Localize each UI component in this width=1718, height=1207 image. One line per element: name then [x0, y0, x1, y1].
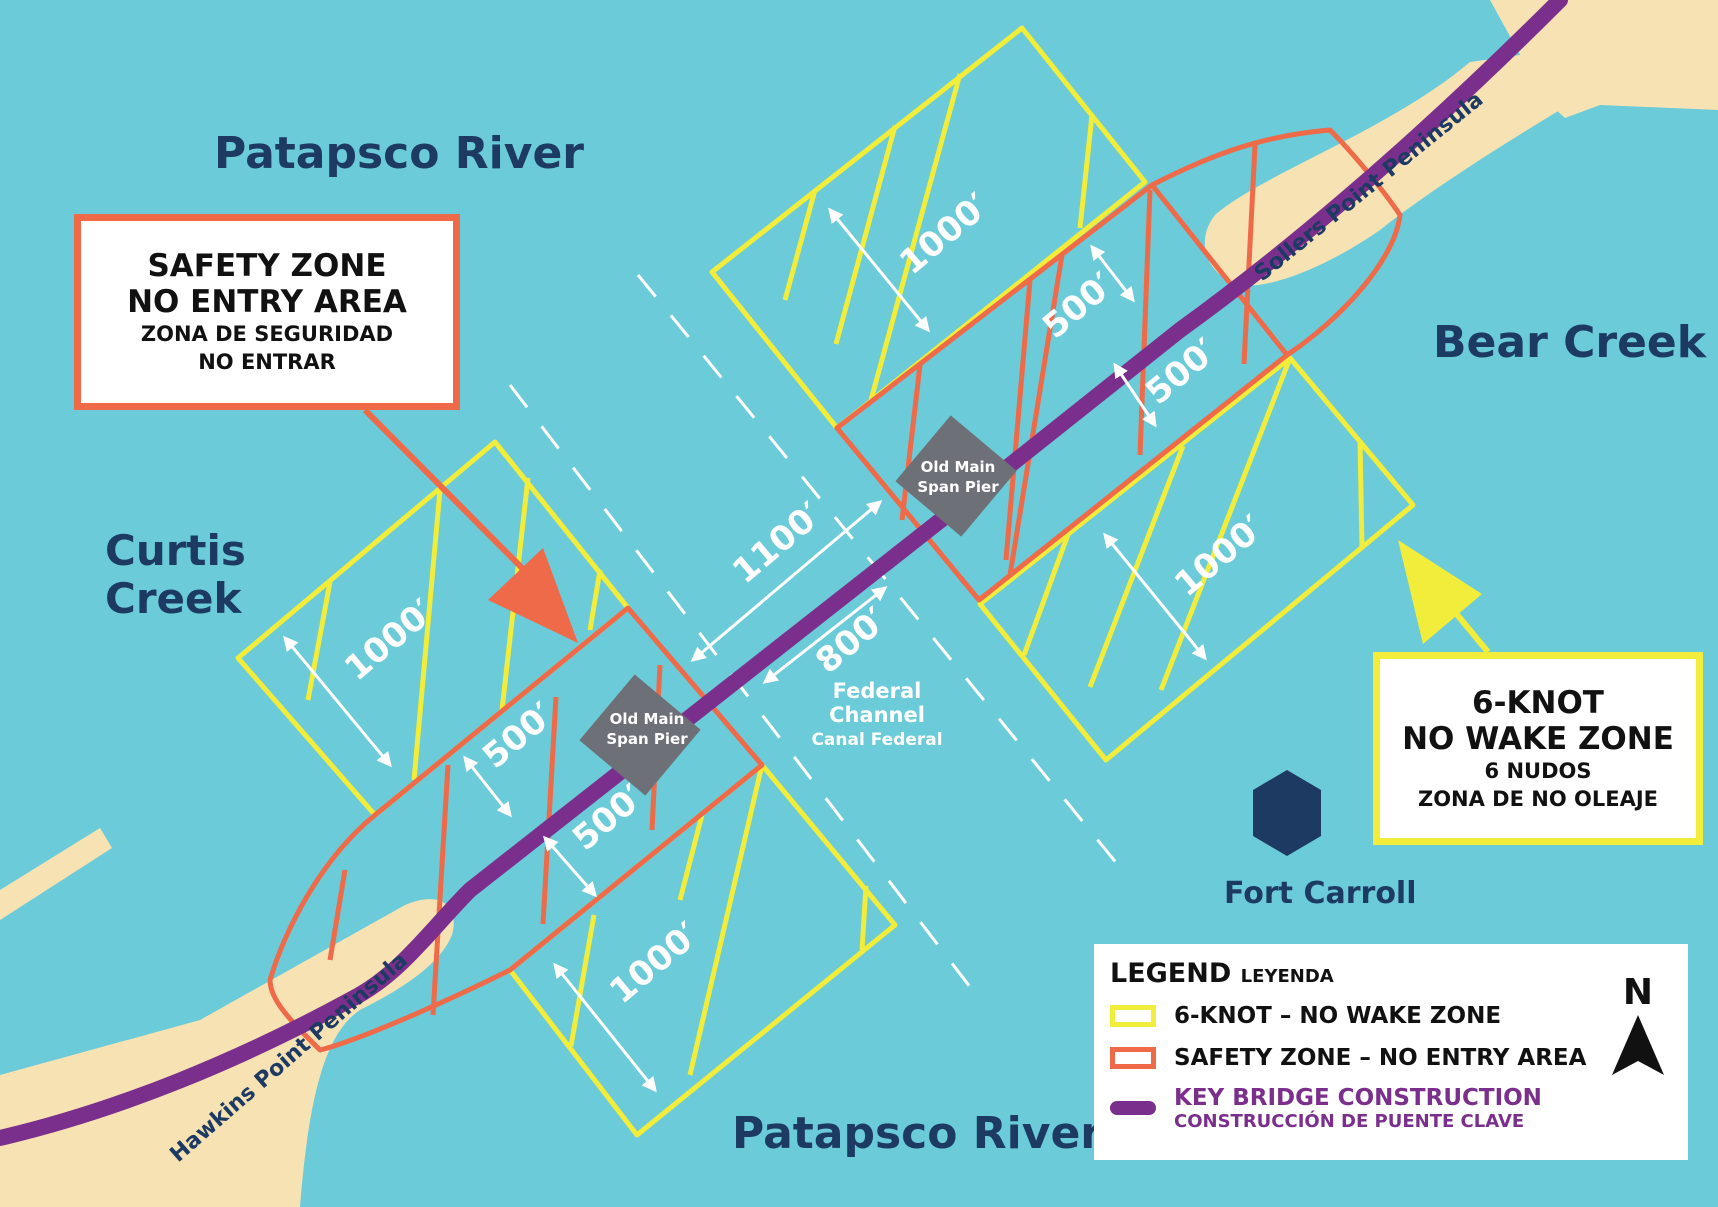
fort-carroll-label: Fort Carroll [1224, 876, 1417, 911]
north-arrow-label: N [1622, 972, 1654, 1013]
safety-callout-line2: NO ENTRY AREA [127, 284, 407, 320]
legend-swatch-purple [1110, 1101, 1156, 1115]
land-west-sliver [0, 828, 112, 920]
curtis-creek-label-line1: Curtis [105, 526, 246, 575]
nowake-callout-line2: NO WAKE ZONE [1402, 720, 1674, 757]
safety-callout-arrow [362, 407, 578, 643]
dim-arrow-1000-sw [553, 962, 657, 1093]
patapsco-river-north-label: Patapsco River [214, 128, 584, 179]
legend-title: LEGEND LEYENDA [1110, 958, 1672, 989]
safety-callout-line3: ZONA DE SEGURIDAD [140, 322, 394, 346]
legend-swatch-orange [1110, 1047, 1156, 1069]
curtis-creek-label-line2: Creek [105, 574, 243, 623]
nowake-callout-arrow [1398, 540, 1491, 654]
safety-callout-line4: NO ENTRAR [198, 350, 336, 374]
legend: LEGEND LEYENDA 6-KNOT – NO WAKE ZONE SAF… [1094, 944, 1688, 1160]
channel-label-line3: Canal Federal [811, 730, 942, 750]
pier-label-line1: Old Main [610, 710, 685, 728]
legend-label-bridge: KEY BRIDGE CONSTRUCTION [1174, 1084, 1542, 1111]
pier-northeast: Old Main Span Pier [895, 415, 1017, 537]
nowake-callout-line4: ZONA DE NO OLEAJE [1417, 786, 1659, 811]
dim-arrow-1000-ne [828, 207, 930, 333]
channel-line-1 [508, 384, 982, 1001]
no-wake-zone-callout: 6-KNOT NO WAKE ZONE 6 NUDOS ZONA DE NO O… [1373, 652, 1703, 845]
legend-sublabel-bridge: CONSTRUCCIÓN DE PUENTE CLAVE [1174, 1110, 1525, 1132]
dim-arrow-500-sw-s [543, 835, 597, 898]
pier-label-line2: Span Pier [606, 730, 688, 748]
legend-label-group-bridge: KEY BRIDGE CONSTRUCTION CONSTRUCCIÓN DE … [1174, 1085, 1542, 1132]
nowake-callout-line3: 6 NUDOS [1484, 758, 1592, 783]
dim-arrow-1000-nw [283, 635, 392, 768]
patapsco-river-south-label: Patapsco River [732, 1108, 1102, 1159]
legend-swatch-yellow [1110, 1005, 1156, 1027]
safety-callout-line1: SAFETY ZONE [147, 248, 387, 284]
legend-title-sub: LEYENDA [1240, 966, 1334, 987]
legend-label-safety-zone: SAFETY ZONE – NO ENTRY AREA [1174, 1045, 1587, 1071]
pier-label-line1: Old Main [921, 458, 996, 476]
legend-label-no-wake: 6-KNOT – NO WAKE ZONE [1174, 1003, 1502, 1029]
dim-arrow-500-sw-n [463, 755, 512, 818]
pier-label-line2: Span Pier [917, 478, 999, 496]
fort-carroll-marker [1253, 770, 1321, 856]
channel-label-line1: Federal [833, 679, 922, 703]
pier-southwest: Old Main Span Pier [579, 674, 701, 796]
dim-arrow-500-ne-n [1090, 244, 1135, 303]
dim-arrow-1100 [690, 500, 883, 662]
key-bridge-construction-line [0, 0, 1568, 1146]
legend-item-safety-zone: SAFETY ZONE – NO ENTRY AREA [1110, 1043, 1672, 1073]
legend-item-bridge-construction: KEY BRIDGE CONSTRUCTION CONSTRUCCIÓN DE … [1110, 1085, 1672, 1132]
dim-arrow-800 [762, 586, 888, 684]
north-arrow: N [1608, 972, 1668, 1083]
dim-arrow-1000-se [1103, 532, 1207, 661]
channel-label-line2: Channel [829, 703, 925, 727]
dim-arrow-500-ne-s [1113, 362, 1157, 428]
bear-creek-label: Bear Creek [1433, 317, 1708, 368]
legend-item-no-wake: 6-KNOT – NO WAKE ZONE [1110, 1001, 1672, 1031]
north-arrow-icon [1612, 1015, 1664, 1075]
safety-zone-callout: SAFETY ZONE NO ENTRY AREA ZONA DE SEGURI… [74, 214, 460, 410]
nowake-callout-line1: 6-KNOT [1472, 684, 1604, 721]
legend-title-text: LEGEND [1110, 958, 1232, 989]
